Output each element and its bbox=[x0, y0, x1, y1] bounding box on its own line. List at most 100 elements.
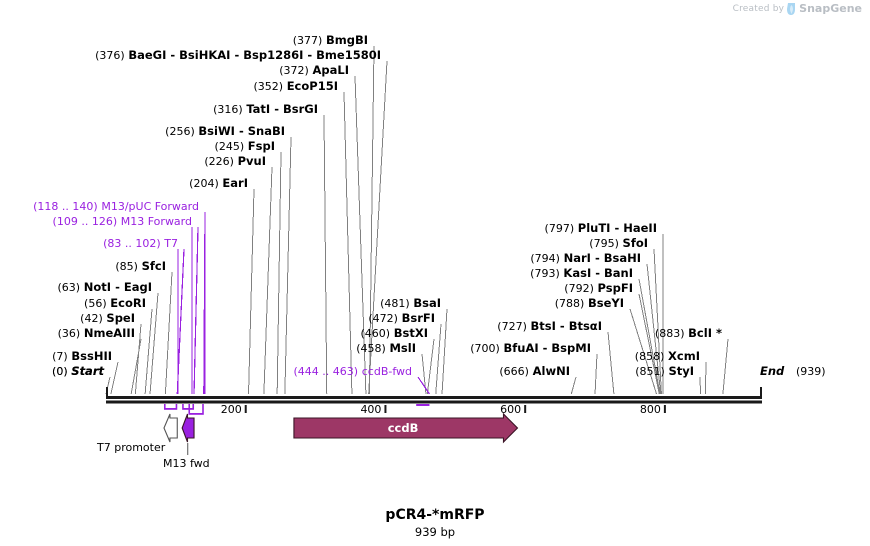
plasmid-name: pCR4-*mRFP bbox=[385, 507, 485, 523]
ruler-number-400: 400 bbox=[360, 403, 382, 416]
map-title: pCR4-*mRFP 939 bp bbox=[0, 507, 870, 539]
label-name: HaeII bbox=[623, 221, 657, 235]
label-name: PvuI bbox=[237, 154, 266, 168]
label-position: (788) bbox=[554, 297, 585, 310]
label-position: (444 .. 463) bbox=[293, 365, 359, 378]
ruler-tick-400 bbox=[384, 405, 387, 413]
map-label-kasi: (793) KasI - BanI bbox=[0, 266, 633, 281]
label-name: BaeGI bbox=[128, 48, 167, 62]
leader-line-styi bbox=[699, 376, 702, 395]
primer-bracket-m13-puc-forward bbox=[188, 404, 204, 415]
label-separator: - bbox=[166, 48, 180, 62]
label-position: (458) bbox=[356, 342, 386, 355]
label-name: BsiWI bbox=[198, 124, 235, 138]
ruler-tick-800 bbox=[663, 405, 666, 413]
map-label-nari: (794) NarI - BsaHI bbox=[0, 251, 641, 266]
label-separator: - bbox=[234, 124, 248, 138]
map-label-bfuai: (700) BfuAI - BspMI bbox=[0, 341, 591, 356]
map-label-bsrfi: (472) BsrFI bbox=[0, 311, 435, 326]
label-name: SpeI bbox=[106, 311, 135, 325]
map-label-m13fwdp: (109 .. 126) M13 Forward bbox=[0, 215, 192, 228]
watermark-created-by: Created by bbox=[732, 3, 785, 14]
label-position: (7) bbox=[52, 350, 68, 363]
label-end: End (939) bbox=[760, 365, 826, 379]
label-name: NmeAIII bbox=[83, 326, 135, 340]
label-position: (666) bbox=[499, 365, 529, 378]
label-name: BclI * bbox=[688, 326, 722, 340]
map-label-ecop15i: (352) EcoP15I bbox=[0, 79, 338, 94]
map-label-apali: (372) ApaLI bbox=[0, 64, 349, 78]
map-label-sfci: (85) SfcI bbox=[0, 260, 166, 274]
label-position: (118 .. 140) bbox=[33, 200, 98, 213]
label-name: BspMI bbox=[551, 341, 591, 355]
leader-line-bseyi bbox=[629, 308, 657, 395]
start-position: (0) bbox=[52, 365, 68, 378]
label-position: (245) bbox=[214, 140, 245, 153]
primer-bracket-t7 bbox=[163, 404, 178, 410]
label-name: EcoRI bbox=[110, 296, 146, 310]
label-separator: - bbox=[610, 221, 624, 235]
leader-line-nari bbox=[646, 263, 662, 395]
map-label-pluti: (797) PluTI - HaeII bbox=[0, 221, 657, 236]
leader-line-ecop15i bbox=[343, 91, 353, 395]
leader-line-spei bbox=[134, 323, 142, 395]
label-position: (700) bbox=[470, 342, 500, 355]
label-name: KasI bbox=[563, 266, 592, 280]
map-label-t7p: (83 .. 102) T7 bbox=[0, 237, 178, 250]
plasmid-length: 939 bp bbox=[414, 525, 456, 539]
label-name: TatI bbox=[246, 102, 271, 116]
map-label-bstxi: (460) BstXI bbox=[0, 326, 428, 341]
backbone-end-cap-right bbox=[760, 387, 762, 396]
leader-line-kasi bbox=[638, 278, 661, 395]
map-label-msli: (458) MslI bbox=[0, 342, 416, 356]
label-name: EagI bbox=[123, 280, 152, 294]
leader-line-pvui bbox=[263, 166, 273, 395]
label-separator: - bbox=[538, 341, 552, 355]
leader-line-baegi bbox=[368, 60, 388, 395]
label-name: M13/pUC Forward bbox=[101, 200, 199, 213]
map-label-eari: (204) EarI bbox=[0, 177, 248, 191]
label-name: FspI bbox=[247, 139, 275, 153]
leader-line-sfoi bbox=[653, 248, 662, 395]
backbone-line-bottom bbox=[106, 400, 762, 404]
label-name: BsrFI bbox=[401, 311, 435, 325]
label-position: (794) bbox=[530, 252, 560, 265]
label-name: BstXI bbox=[393, 326, 428, 340]
feature-label-t7-promoter: T7 promoter bbox=[97, 441, 166, 454]
backbone-end-cap-left bbox=[106, 387, 108, 396]
label-position: (481) bbox=[380, 297, 410, 310]
label-position: (793) bbox=[530, 267, 560, 280]
map-label-pspfi: (792) PspFI bbox=[0, 282, 633, 296]
label-name: BsaI bbox=[413, 296, 441, 310]
label-name: XcmI bbox=[668, 349, 700, 363]
label-name: BsiHKAI bbox=[179, 48, 231, 62]
map-label-xcmi: (858) XcmI bbox=[0, 349, 700, 364]
label-position: (727) bbox=[497, 320, 527, 333]
leader-line-xcmi bbox=[704, 361, 707, 395]
map-label-spei: (42) SpeI bbox=[0, 311, 135, 326]
ruler-number-600: 600 bbox=[500, 403, 522, 416]
label-name: NotI bbox=[83, 280, 112, 294]
label-name: BanI bbox=[604, 266, 633, 280]
label-name: BsaHI bbox=[603, 251, 641, 265]
label-separator: - bbox=[111, 280, 124, 294]
label-name: EcoP15I bbox=[286, 79, 338, 93]
label-position: (376) bbox=[95, 49, 125, 62]
label-name: ccdB-fwd bbox=[361, 365, 412, 378]
leader-line-apali bbox=[354, 75, 367, 395]
label-position: (316) bbox=[213, 103, 243, 116]
label-separator: - bbox=[591, 266, 604, 280]
map-label-ecori: (56) EcoRI bbox=[0, 296, 146, 311]
map-label-noti: (63) NotI - EagI bbox=[0, 280, 152, 295]
label-position: (472) bbox=[368, 312, 398, 325]
map-label-bmgbi: (377) BmgBI bbox=[0, 34, 368, 48]
label-position: (0) bbox=[52, 365, 68, 378]
leader-line-eari bbox=[248, 188, 255, 395]
label-position: (56) bbox=[84, 297, 107, 310]
map-label-bseyi: (788) BseYI bbox=[0, 297, 624, 311]
leader-line-bmgbi bbox=[368, 45, 375, 395]
label-position: (377) bbox=[292, 34, 323, 47]
map-label-pvui: (226) PvuI bbox=[0, 154, 266, 169]
label-position: (256) bbox=[165, 125, 195, 138]
label-position: (792) bbox=[564, 282, 594, 295]
